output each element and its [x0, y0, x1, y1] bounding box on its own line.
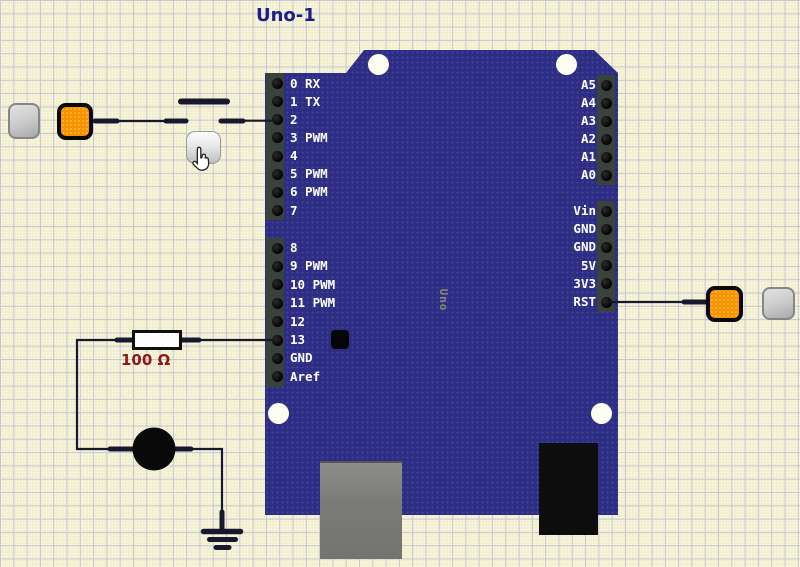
- mounting-hole: [368, 54, 389, 75]
- pin-label: 9 PWM: [290, 258, 328, 274]
- pin-label: A0: [580, 167, 596, 182]
- pin-label: A5: [580, 77, 596, 92]
- pin-label: GND: [290, 350, 313, 366]
- mounting-hole: [268, 403, 289, 424]
- pin-label: 7: [290, 202, 298, 218]
- pin-label: A4: [580, 95, 596, 110]
- pin-label: 6 PWM: [290, 184, 328, 200]
- onboard-led-square: [331, 330, 349, 349]
- pin-12[interactable]: [271, 316, 283, 328]
- pin-6-pwm[interactable]: [271, 186, 283, 198]
- pin-label: 3V3: [573, 275, 596, 291]
- pin-label: A3: [580, 113, 596, 128]
- pin-label: 8: [290, 240, 298, 255]
- pin-label: 10 PWM: [290, 276, 336, 292]
- pin-label: 5 PWM: [290, 166, 328, 182]
- pin-label: Vin: [573, 203, 596, 218]
- pin-a5[interactable]: [600, 79, 612, 91]
- pin-label: 0 RX: [290, 75, 321, 91]
- mounting-hole: [556, 54, 577, 75]
- pin-5-pwm[interactable]: [271, 168, 283, 180]
- pin-7[interactable]: [271, 205, 283, 217]
- usb-connector: [320, 461, 402, 559]
- ground-symbol[interactable]: [200, 509, 244, 550]
- wire-pin13-resistor-buzzer-ground[interactable]: [75, 337, 273, 513]
- pin-label: A2: [580, 131, 596, 146]
- orange-button-right[interactable]: [706, 286, 743, 322]
- pin-9-pwm[interactable]: [271, 260, 283, 272]
- pin-8[interactable]: [271, 242, 283, 254]
- pin-10-pwm[interactable]: [271, 279, 283, 291]
- pin-aref[interactable]: [271, 371, 283, 383]
- pin-3-pwm[interactable]: [271, 132, 283, 144]
- pin-label: GND: [573, 239, 596, 255]
- pin-0-rx[interactable]: [271, 78, 283, 89]
- pin-label: 12: [290, 313, 306, 329]
- pin-1-tx[interactable]: [271, 96, 283, 108]
- pin-a0[interactable]: [600, 169, 612, 181]
- push-switch-contacts[interactable]: [163, 98, 246, 124]
- pin-label: 13: [290, 332, 306, 347]
- pin-11-pwm[interactable]: [271, 297, 283, 309]
- mounting-hole: [591, 403, 612, 424]
- pin-a4[interactable]: [600, 97, 612, 109]
- pin-strip-left-top: [266, 73, 284, 220]
- resistor-value-label: 100 Ω: [121, 351, 171, 369]
- pin-label: 1 TX: [290, 93, 321, 109]
- pin-label: 2: [290, 111, 298, 127]
- gray-pad-left[interactable]: [8, 103, 40, 139]
- pin-vin[interactable]: [600, 205, 612, 217]
- pin-a3[interactable]: [600, 115, 612, 127]
- pin-5v[interactable]: [600, 260, 612, 272]
- pin-label: A1: [580, 149, 596, 164]
- pin-3v3[interactable]: [600, 278, 612, 290]
- pin-gnd[interactable]: [271, 352, 283, 364]
- pin-label: 5V: [580, 257, 596, 273]
- pin-4[interactable]: [271, 150, 283, 162]
- pin-rst[interactable]: [600, 296, 612, 308]
- pin-label: 4: [290, 148, 298, 164]
- pin-label: Aref: [290, 368, 321, 384]
- pin-gnd[interactable]: [600, 241, 612, 253]
- pin-label: 11 PWM: [290, 295, 336, 311]
- pin-13[interactable]: [271, 334, 283, 346]
- pin-a2[interactable]: [600, 133, 612, 145]
- pin-label: 3 PWM: [290, 129, 328, 145]
- pin-gnd[interactable]: [600, 223, 612, 235]
- pin-2[interactable]: [271, 114, 283, 126]
- orange-button-left[interactable]: [57, 103, 93, 140]
- buzzer[interactable]: [132, 427, 176, 471]
- hand-cursor-icon: [191, 146, 213, 176]
- gray-pad-right[interactable]: [762, 287, 795, 320]
- resistor[interactable]: [132, 330, 182, 350]
- pin-label: GND: [573, 221, 596, 237]
- board-title: Uno-1: [256, 5, 316, 26]
- power-jack: [539, 443, 598, 535]
- pin-a1[interactable]: [600, 151, 612, 163]
- pin-label: RST: [573, 294, 596, 309]
- pin-strip-left-bottom: [266, 238, 284, 387]
